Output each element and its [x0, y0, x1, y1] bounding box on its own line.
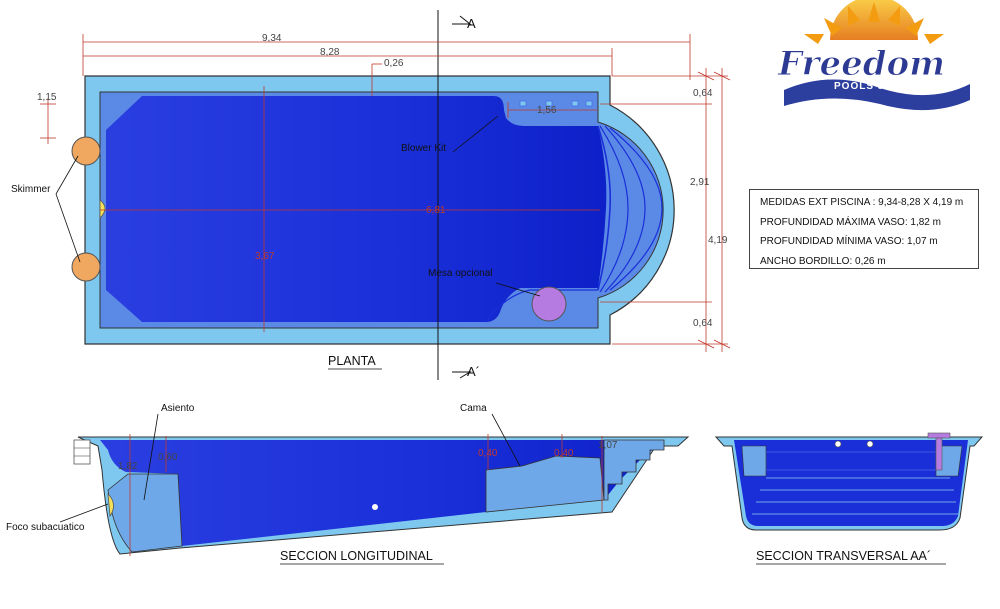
step-line: [597, 125, 612, 291]
step-line: [599, 125, 629, 293]
transversal-section: SECCION TRANSVERSAL AA´: [714, 432, 984, 565]
dim-seat-depth: 0,60: [158, 452, 178, 463]
dim-top-offset: 0,64: [693, 88, 713, 99]
dim-inner-width: 3,67: [255, 251, 275, 262]
pool-water: [106, 96, 607, 322]
dim-total-width: 4,19: [708, 235, 728, 246]
section-arrow-bottom: [452, 371, 472, 379]
trans-table-top: [927, 432, 951, 439]
brand-logo: Freedom POOLS & SPAS: [777, 0, 970, 111]
dim-water-length: 8,28: [320, 47, 340, 58]
dim-bench-length: 1,56: [537, 105, 557, 116]
dim-bed-depth-2: 0,40: [554, 448, 574, 459]
trans-table-leg: [935, 437, 943, 471]
bench-edge: [485, 289, 598, 323]
skimmer-bottom: [71, 252, 101, 282]
plan-view: A A´: [11, 10, 731, 380]
callout-leaders: [55, 115, 541, 297]
skimmer-top: [71, 136, 101, 166]
dimension-lines: [40, 34, 731, 352]
specifications-box: MEDIDAS EXT PISCINA : 9,34-8,28 X 4,19 m…: [749, 189, 979, 269]
label-light: Foco subacuatico: [6, 522, 85, 533]
plan-title: PLANTA: [328, 354, 376, 368]
transversal-title: SECCION TRANSVERSAL AA´: [756, 549, 931, 563]
underwater-light-icon: [107, 492, 114, 518]
longitudinal-title: SECCION LONGITUDINAL: [280, 549, 433, 563]
trans-bench-left: [741, 445, 767, 477]
trans-step-lines: [752, 477, 958, 515]
dim-total-length: 9,34: [262, 33, 282, 44]
label-seat: Asiento: [161, 403, 195, 414]
dim-bottom-offset: 0,64: [693, 318, 713, 329]
dim-diagonal: 6,81: [426, 205, 446, 216]
skimmer-box: [73, 439, 91, 465]
dim-coping: 0,26: [384, 58, 404, 69]
stair-block: [603, 439, 665, 501]
callout-table: Mesa opcional: [428, 268, 492, 279]
drain-icon: [372, 504, 378, 510]
dim-min-depth: 1,07: [598, 440, 618, 451]
bench-jets: [519, 100, 593, 107]
spec-exterior-measures: MEDIDAS EXT PISCINA : 9,34-8,28 X 4,19 m: [760, 197, 964, 208]
bed-block: [485, 455, 605, 513]
spec-coping-width: ANCHO BORDILLO: 0,26 m: [760, 255, 886, 267]
dim-max-depth: 1,82: [118, 461, 138, 472]
wave-icon: [784, 79, 970, 111]
jet-icon: [866, 440, 874, 448]
step-line: [604, 125, 646, 293]
label-bed: Cama: [460, 403, 487, 414]
trans-step-band: [765, 451, 937, 471]
optional-table: [531, 286, 567, 322]
long-dimension-lines: [129, 434, 603, 556]
spec-min-depth: PROFUNDIDAD MÍNIMA VASO: 1,07 m: [760, 236, 938, 247]
dim-semicircle: 2,91: [690, 177, 710, 188]
step-line: [609, 127, 663, 291]
dim-bed-depth-1: 0,40: [478, 448, 498, 459]
section-mark-bottom: A´: [467, 364, 480, 379]
dim-step-width: 1,15: [37, 92, 57, 103]
sun-icon: [804, 0, 944, 44]
spec-max-depth: PROFUNDIDAD MÁXIMA VASO: 1,82 m: [760, 216, 941, 228]
jet-icon: [834, 440, 842, 448]
section-mark-top: A: [467, 16, 476, 31]
callout-blower: Blower Kit: [401, 143, 446, 154]
callout-skimmer: Skimmer: [11, 184, 51, 195]
brand-tagline: POOLS & SPAS: [834, 81, 920, 92]
longitudinal-section: 1,82 0,60 0,40 0,40 1,07 Asiento Cama Fo…: [6, 403, 690, 565]
long-callout-leaders: [59, 413, 521, 523]
section-arrow-top: [452, 15, 472, 25]
brand-name: Freedom: [777, 44, 945, 84]
